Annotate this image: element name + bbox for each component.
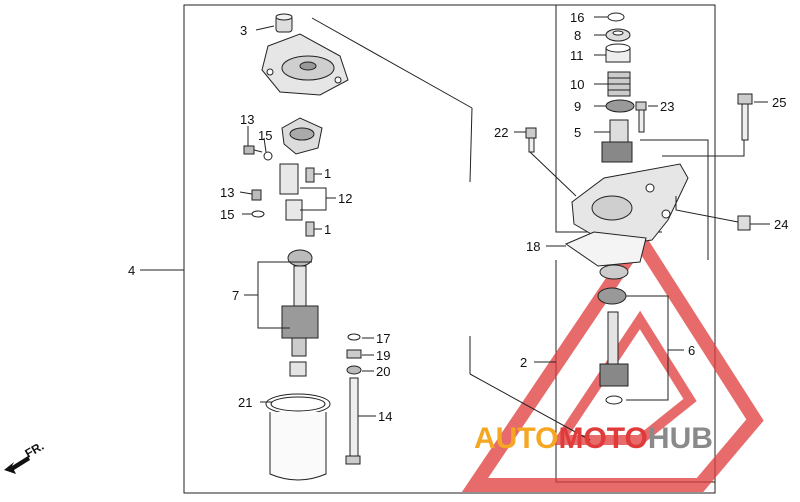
watermark-part-auto: AUTO [474,422,558,455]
callout-14: 14 [378,409,392,424]
callout-5: 5 [574,125,581,140]
callout-labels: 3 13 15 1 13 12 15 1 4 7 17 19 20 21 14 … [128,10,788,424]
callout-1b: 1 [324,222,331,237]
part-spring-1b [305,221,315,237]
watermark-part-moto: MOTO [558,422,647,455]
callout-22: 22 [494,125,508,140]
part-bushing-24 [737,215,751,231]
part-gasket-18 [564,231,647,267]
callout-11: 11 [570,48,584,63]
callout-3: 3 [240,23,247,38]
callout-20: 20 [376,364,390,379]
callout-9: 9 [574,99,581,114]
part-screw-23 [635,101,647,133]
front-direction-arrow: FR. [4,439,46,474]
part-spring-10 [607,71,631,97]
part-bushing [289,361,307,377]
part-washer-17 [347,333,361,341]
watermark-part-hub: HUB [648,422,713,455]
part-bolt-14 [345,377,361,465]
callout-23: 23 [660,99,674,114]
callout-13b: 13 [220,185,234,200]
part-screw-22 [525,127,537,153]
part-washer-20 [346,365,362,375]
part-top-housing [261,33,349,96]
part-gear-group-6 [597,264,629,405]
callout-16: 16 [570,10,584,25]
callout-4: 4 [128,263,135,278]
callout-8: 8 [574,28,581,43]
part-clip-16 [607,12,625,22]
callout-18: 18 [526,239,540,254]
callout-17: 17 [376,331,390,346]
callout-1a: 1 [324,166,331,181]
part-screw-13a [243,145,263,155]
callout-21: 21 [238,395,252,410]
part-collar-11 [605,43,631,63]
callout-2: 2 [520,355,527,370]
callout-24: 24 [774,217,788,232]
callout-7: 7 [232,288,239,303]
part-screw-13b [251,189,262,201]
part-gear-housing [571,163,689,247]
part-bolt-25 [737,93,753,141]
part-washer-9 [605,99,635,113]
callout-12: 12 [338,191,352,206]
part-motor-case-21 [265,393,331,481]
part-armature-7 [281,249,319,357]
callout-13a: 13 [240,112,254,127]
part-washer-8 [605,28,631,42]
part-pinion-5 [601,119,633,163]
callout-15b: 15 [220,207,234,222]
assembly-frame [183,4,716,494]
leader-lines [140,16,770,441]
callout-10: 10 [570,77,584,92]
callout-25: 25 [772,95,786,110]
part-washer-15a [263,151,273,161]
part-washer-15b [251,210,265,218]
callout-19: 19 [376,348,390,363]
callout-6: 6 [688,343,695,358]
part-cap-3 [275,13,293,33]
part-spring-1a [305,167,315,183]
part-brushes-12 [279,163,303,221]
watermark-text: AUTOMOTOHUB [474,422,713,455]
callout-15a: 15 [258,128,272,143]
part-brush-holder [281,117,323,155]
part-nut-19 [346,349,362,359]
